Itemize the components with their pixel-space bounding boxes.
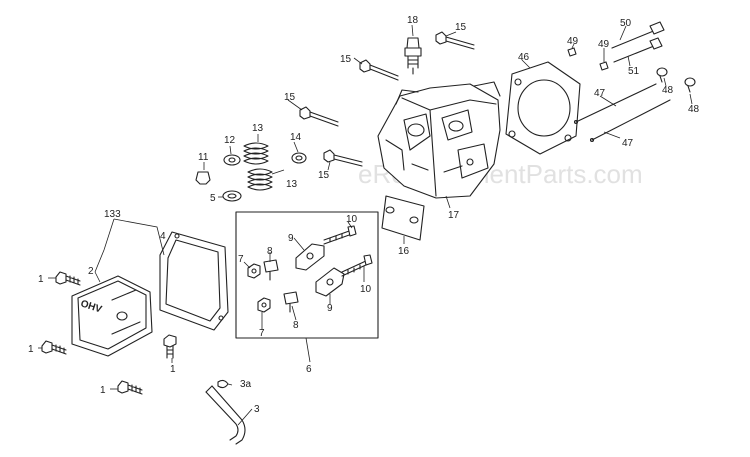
spring-retainer-5 (222, 190, 242, 202)
rocker-stud-10-a (323, 225, 357, 245)
callout-9-a: 9 (288, 233, 294, 244)
nut-7-b (257, 297, 271, 313)
spark-plug (404, 37, 422, 75)
callout-15-c: 15 (318, 170, 330, 181)
callout-13-a: 13 (252, 123, 264, 134)
rocker-arm-9-b (315, 267, 345, 297)
valve-keeper-49-b (599, 61, 609, 71)
callout-18: 18 (407, 15, 419, 26)
callout-7-a: 7 (238, 254, 244, 265)
intake-valve-50 (611, 21, 665, 49)
callout-13-b: 13 (286, 179, 298, 190)
callout-49-a: 49 (567, 36, 579, 47)
callout-8-b: 8 (293, 320, 299, 331)
breather-tube (205, 385, 246, 445)
callout-15-a: 15 (284, 92, 296, 103)
rocker-arm-9-a (295, 243, 325, 271)
callout-14: 14 (290, 132, 302, 143)
valve-spring-13-upper (243, 142, 269, 165)
callout-9-b: 9 (327, 303, 333, 314)
exhaust-valve-51 (613, 37, 663, 63)
valve-cover: OHV (71, 275, 153, 357)
valve-spring-13-lower (247, 168, 273, 191)
callout-47-b: 47 (622, 138, 634, 149)
valve-keeper-11 (195, 171, 211, 185)
cylinder-head (377, 81, 501, 199)
callout-2: 2 (88, 266, 94, 277)
spring-retainer-12 (223, 154, 241, 166)
callout-16: 16 (398, 246, 410, 257)
callout-12: 12 (224, 135, 236, 146)
nut-7-a (247, 263, 261, 279)
callout-3a: 3a (240, 379, 252, 390)
head-bolt-15-b (359, 59, 399, 81)
tube-clip (217, 379, 229, 389)
cover-bolt-4 (163, 334, 177, 359)
head-bolt-15-a (435, 31, 475, 50)
callout-1-d: 1 (170, 364, 176, 375)
intake-gasket-plate (381, 195, 425, 241)
pivot-bolt-8-b (283, 291, 299, 313)
cover-bolt-2 (41, 340, 67, 355)
callout-1-a: 1 (38, 274, 44, 285)
callout-1-b: 1 (28, 344, 34, 355)
callout-10-b: 10 (360, 284, 372, 295)
callout-10-a: 10 (346, 214, 358, 225)
callout-15-d: 15 (455, 22, 467, 33)
callout-8-a: 8 (267, 246, 273, 257)
head-gasket (505, 61, 581, 155)
callout-49-b: 49 (598, 39, 610, 50)
callout-6: 6 (306, 364, 312, 375)
callout-46: 46 (518, 52, 530, 63)
head-bolt-15-c (299, 106, 339, 127)
callout-47-a: 47 (594, 88, 606, 99)
valve-stem-seal-14 (291, 152, 307, 164)
callout-17: 17 (448, 210, 460, 221)
cover-bolt-3 (117, 380, 143, 395)
tappet-48-b (684, 77, 696, 93)
callout-4: 4 (160, 231, 166, 242)
callout-11: 11 (198, 152, 209, 163)
callout-50: 50 (620, 18, 632, 29)
callout-1-c: 1 (100, 385, 106, 396)
leader-lines (38, 24, 693, 426)
callout-7-b: 7 (259, 328, 265, 339)
valve-keeper-49-a (567, 47, 577, 57)
rocker-stud-10-b (341, 254, 373, 277)
pivot-bolt-8-a (263, 259, 279, 281)
tappet-48-a (656, 67, 668, 83)
push-rod-47-b (589, 99, 671, 143)
callout-15-b: 15 (340, 54, 352, 65)
callout-5: 5 (210, 193, 216, 204)
valve-cover-gasket (159, 231, 229, 331)
callout-3: 3 (254, 404, 260, 415)
callout-48-b: 48 (688, 104, 700, 115)
push-rod-47-a (573, 83, 657, 125)
callout-133: 133 (104, 209, 121, 220)
head-bolt-15-d (323, 149, 363, 167)
cover-bolt-1 (55, 271, 81, 286)
callout-51: 51 (628, 66, 640, 77)
rocker-assembly-box (235, 211, 379, 339)
callout-48-a: 48 (662, 85, 674, 96)
callout-labels: 133 4 2 1 1 1 1 3a 3 5 11 12 13 13 14 15… (28, 15, 700, 415)
